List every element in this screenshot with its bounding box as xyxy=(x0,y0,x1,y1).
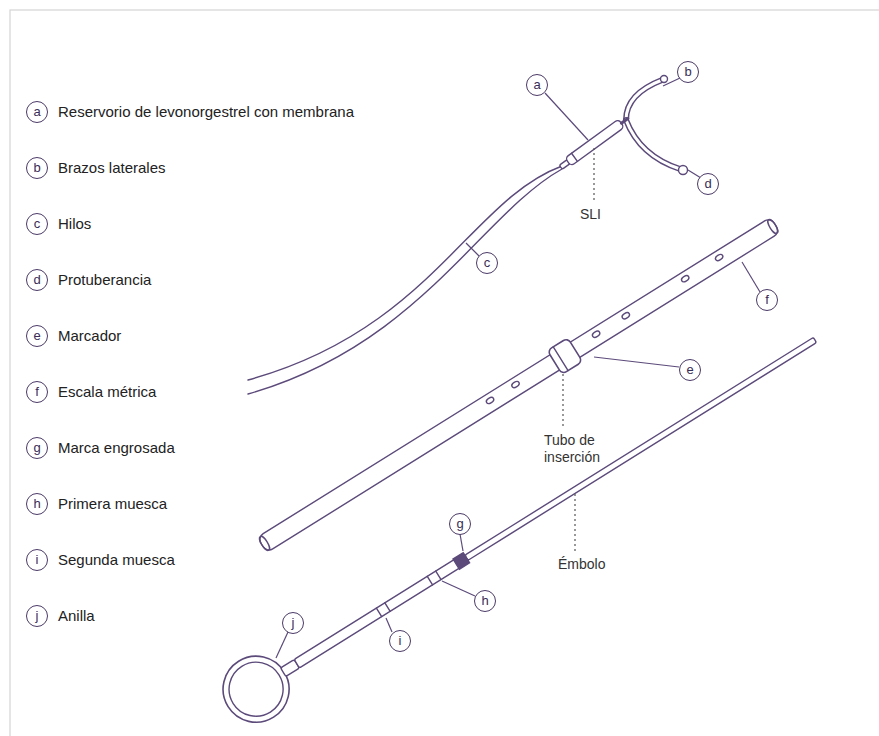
part-name: Segunda muesca xyxy=(58,551,175,569)
second-notch xyxy=(385,603,390,611)
list-letter: c xyxy=(26,213,48,235)
list-letter: j xyxy=(26,605,48,627)
arm-tip xyxy=(661,76,668,83)
part-title: SLI xyxy=(580,206,601,223)
list-letter: g xyxy=(26,437,48,459)
part-name: Marcador xyxy=(58,327,121,345)
tube-end xyxy=(258,535,272,552)
side-arm xyxy=(626,120,680,169)
side-arm xyxy=(626,120,680,169)
callout-letter: f xyxy=(756,289,778,311)
part-title: Tubo de inserción xyxy=(544,432,624,466)
second-notch xyxy=(376,608,381,616)
part-name: Hilos xyxy=(58,215,91,233)
list-letter: a xyxy=(26,101,48,123)
list-letter: e xyxy=(26,325,48,347)
part-name: Reservorio de levonorgestrel con membran… xyxy=(58,103,354,121)
list-letter: d xyxy=(26,269,48,291)
first-notch xyxy=(427,576,432,584)
part-name: Anilla xyxy=(58,607,95,625)
scale-holes xyxy=(485,253,724,404)
reservoir-edge xyxy=(572,153,578,161)
list-letter: b xyxy=(26,157,48,179)
part-title: Émbolo xyxy=(558,556,605,573)
thread xyxy=(248,169,562,394)
list-letter: h xyxy=(26,493,48,515)
part-name: Escala métrica xyxy=(58,383,156,401)
list-letter: f xyxy=(26,381,48,403)
callout-letter: c xyxy=(476,252,498,274)
part-name: Marca engrosada xyxy=(58,439,175,457)
thread xyxy=(248,166,562,380)
plunger-handle xyxy=(294,554,469,668)
thick-mark xyxy=(453,553,470,570)
stem xyxy=(621,119,627,124)
callout-letter: h xyxy=(474,590,496,612)
tube-end xyxy=(766,218,780,235)
callout-letter: e xyxy=(679,359,701,381)
marker-edge xyxy=(553,347,568,371)
callout-letter: j xyxy=(282,612,304,634)
part-name: Protuberancia xyxy=(58,271,151,289)
part-name: Primera muesca xyxy=(58,495,167,513)
side-arm xyxy=(626,80,662,120)
callout-letter: a xyxy=(526,74,548,96)
callout-letter: d xyxy=(697,173,719,195)
callout-letter: i xyxy=(389,630,411,652)
leader-lines xyxy=(276,78,760,658)
first-notch xyxy=(436,571,441,579)
ring xyxy=(211,644,302,735)
knob xyxy=(679,166,688,175)
insertion-tube xyxy=(257,217,780,552)
part-name: Brazos laterales xyxy=(58,159,166,177)
callout-letter: b xyxy=(677,61,699,83)
side-arm xyxy=(626,80,662,120)
marker xyxy=(547,338,582,374)
reservoir xyxy=(565,119,624,166)
ring xyxy=(219,652,293,726)
frame xyxy=(10,10,879,736)
list-letter: i xyxy=(26,549,48,571)
callout-letter: g xyxy=(449,513,471,535)
plunger-rod xyxy=(465,337,817,560)
